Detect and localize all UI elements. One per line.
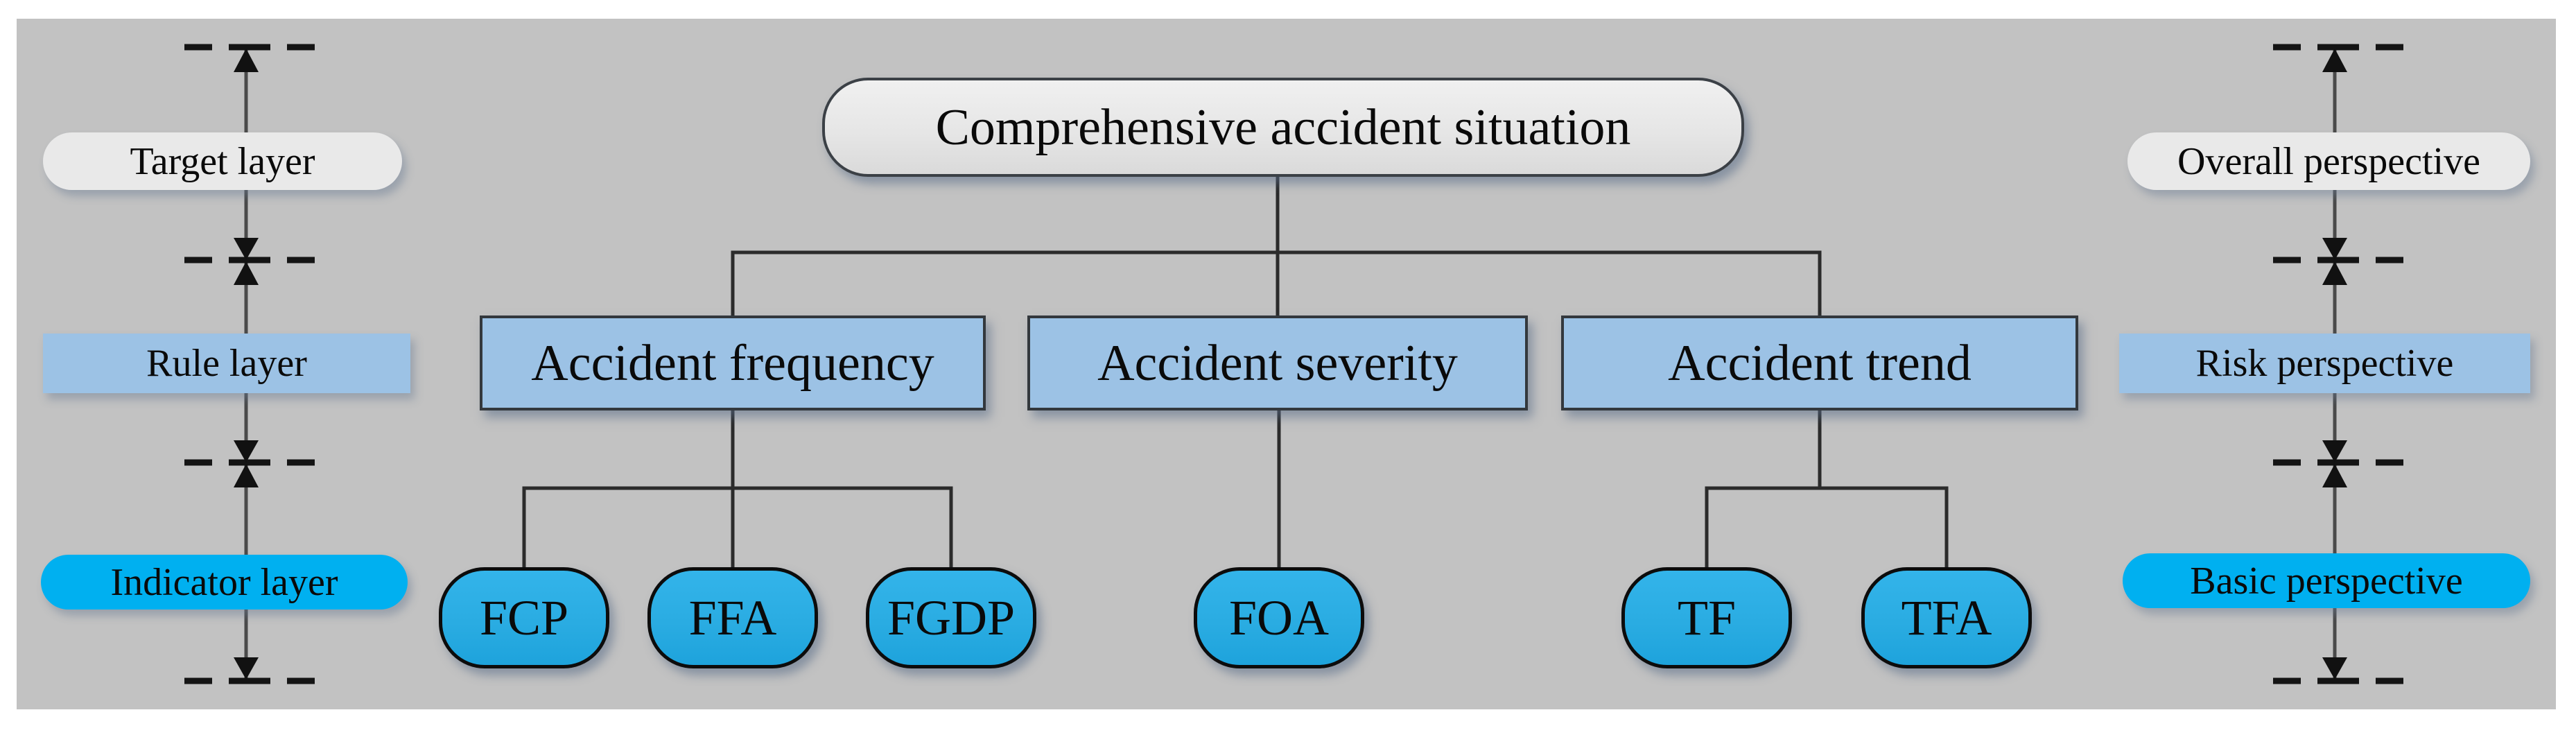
right-boundary-dashes bbox=[2273, 44, 2403, 684]
arrow-down-icon bbox=[234, 657, 259, 680]
right-arrowheads bbox=[2322, 49, 2347, 680]
arrow-up-icon bbox=[2322, 261, 2347, 285]
arrow-up-icon bbox=[2322, 464, 2347, 487]
label-risk-perspective: Risk perspective bbox=[2119, 334, 2530, 393]
node-comprehensive-accident-situation: Comprehensive accident situation bbox=[822, 78, 1744, 177]
label-target-layer: Target layer bbox=[43, 132, 402, 190]
left-boundary-dashes bbox=[184, 44, 315, 684]
node-fgdp: FGDP bbox=[866, 567, 1036, 668]
node-ffa: FFA bbox=[647, 567, 818, 668]
arrow-up-icon bbox=[2322, 49, 2347, 72]
label-overall-perspective: Overall perspective bbox=[2127, 132, 2530, 190]
tree-connectors bbox=[522, 175, 1949, 573]
label-indicator-layer: Indicator layer bbox=[41, 555, 408, 609]
node-tf: TF bbox=[1621, 567, 1792, 668]
arrow-up-icon bbox=[234, 261, 259, 285]
left-arrowheads bbox=[234, 49, 259, 680]
arrow-down-icon bbox=[234, 238, 259, 260]
node-fcp: FCP bbox=[439, 567, 609, 668]
node-accident-trend: Accident trend bbox=[1561, 315, 2078, 410]
node-foa: FOA bbox=[1194, 567, 1364, 668]
arrow-up-icon bbox=[234, 464, 259, 487]
arrow-down-icon bbox=[2322, 657, 2347, 680]
arrow-down-icon bbox=[234, 440, 259, 462]
node-accident-frequency: Accident frequency bbox=[480, 315, 986, 410]
arrow-down-icon bbox=[2322, 238, 2347, 260]
arrow-down-icon bbox=[2322, 440, 2347, 462]
node-tfa: TFA bbox=[1861, 567, 2032, 668]
label-basic-perspective: Basic perspective bbox=[2123, 553, 2530, 608]
label-rule-layer: Rule layer bbox=[43, 334, 410, 393]
arrow-up-icon bbox=[234, 49, 259, 72]
node-accident-severity: Accident severity bbox=[1027, 315, 1528, 410]
